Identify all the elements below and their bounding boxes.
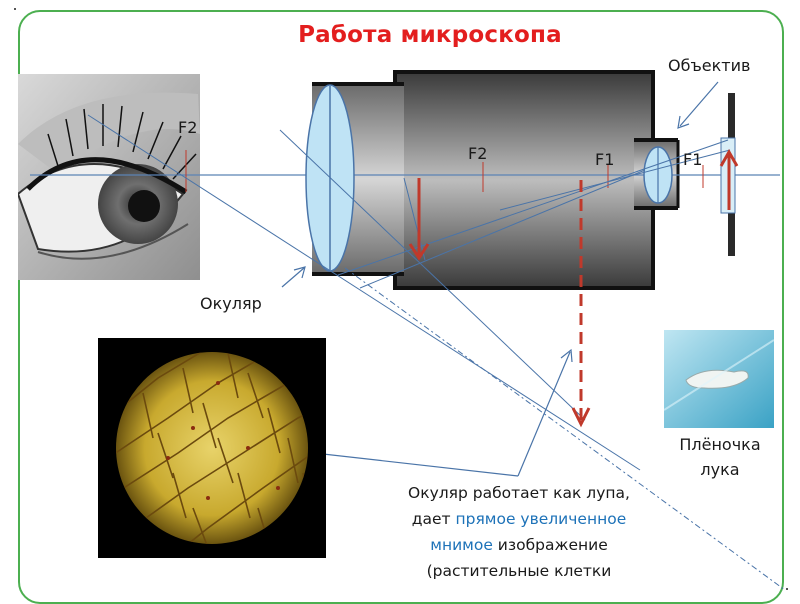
eyepiece-caption: Окуляр работает как лупа, дает прямое ув… <box>388 480 650 584</box>
onion-cells-photo <box>98 338 326 558</box>
focus-f1-right-label: F1 <box>683 150 703 169</box>
onion-film-caption: Плёночка лука <box>679 435 761 479</box>
eyepiece-label: Окуляр <box>200 294 262 313</box>
objective-label: Объектив <box>668 56 751 75</box>
corner-dot-top <box>14 8 16 10</box>
page-title: Работа микроскопа <box>298 22 562 48</box>
caption-part2: изображение (растительные клетки <box>426 536 612 580</box>
eye-photo <box>18 74 200 280</box>
focus-f1-left-label: F1 <box>595 150 615 169</box>
focus-f2-eye-label: F2 <box>178 118 198 137</box>
corner-dot-bottom <box>786 588 788 590</box>
onion-film-photo <box>664 330 774 428</box>
caption-part1: Окуляр работает как лупа, дает <box>408 484 630 528</box>
focus-f2-tube-label: F2 <box>468 144 488 163</box>
caption-highlight: прямое увеличенное мнимое <box>430 510 627 554</box>
